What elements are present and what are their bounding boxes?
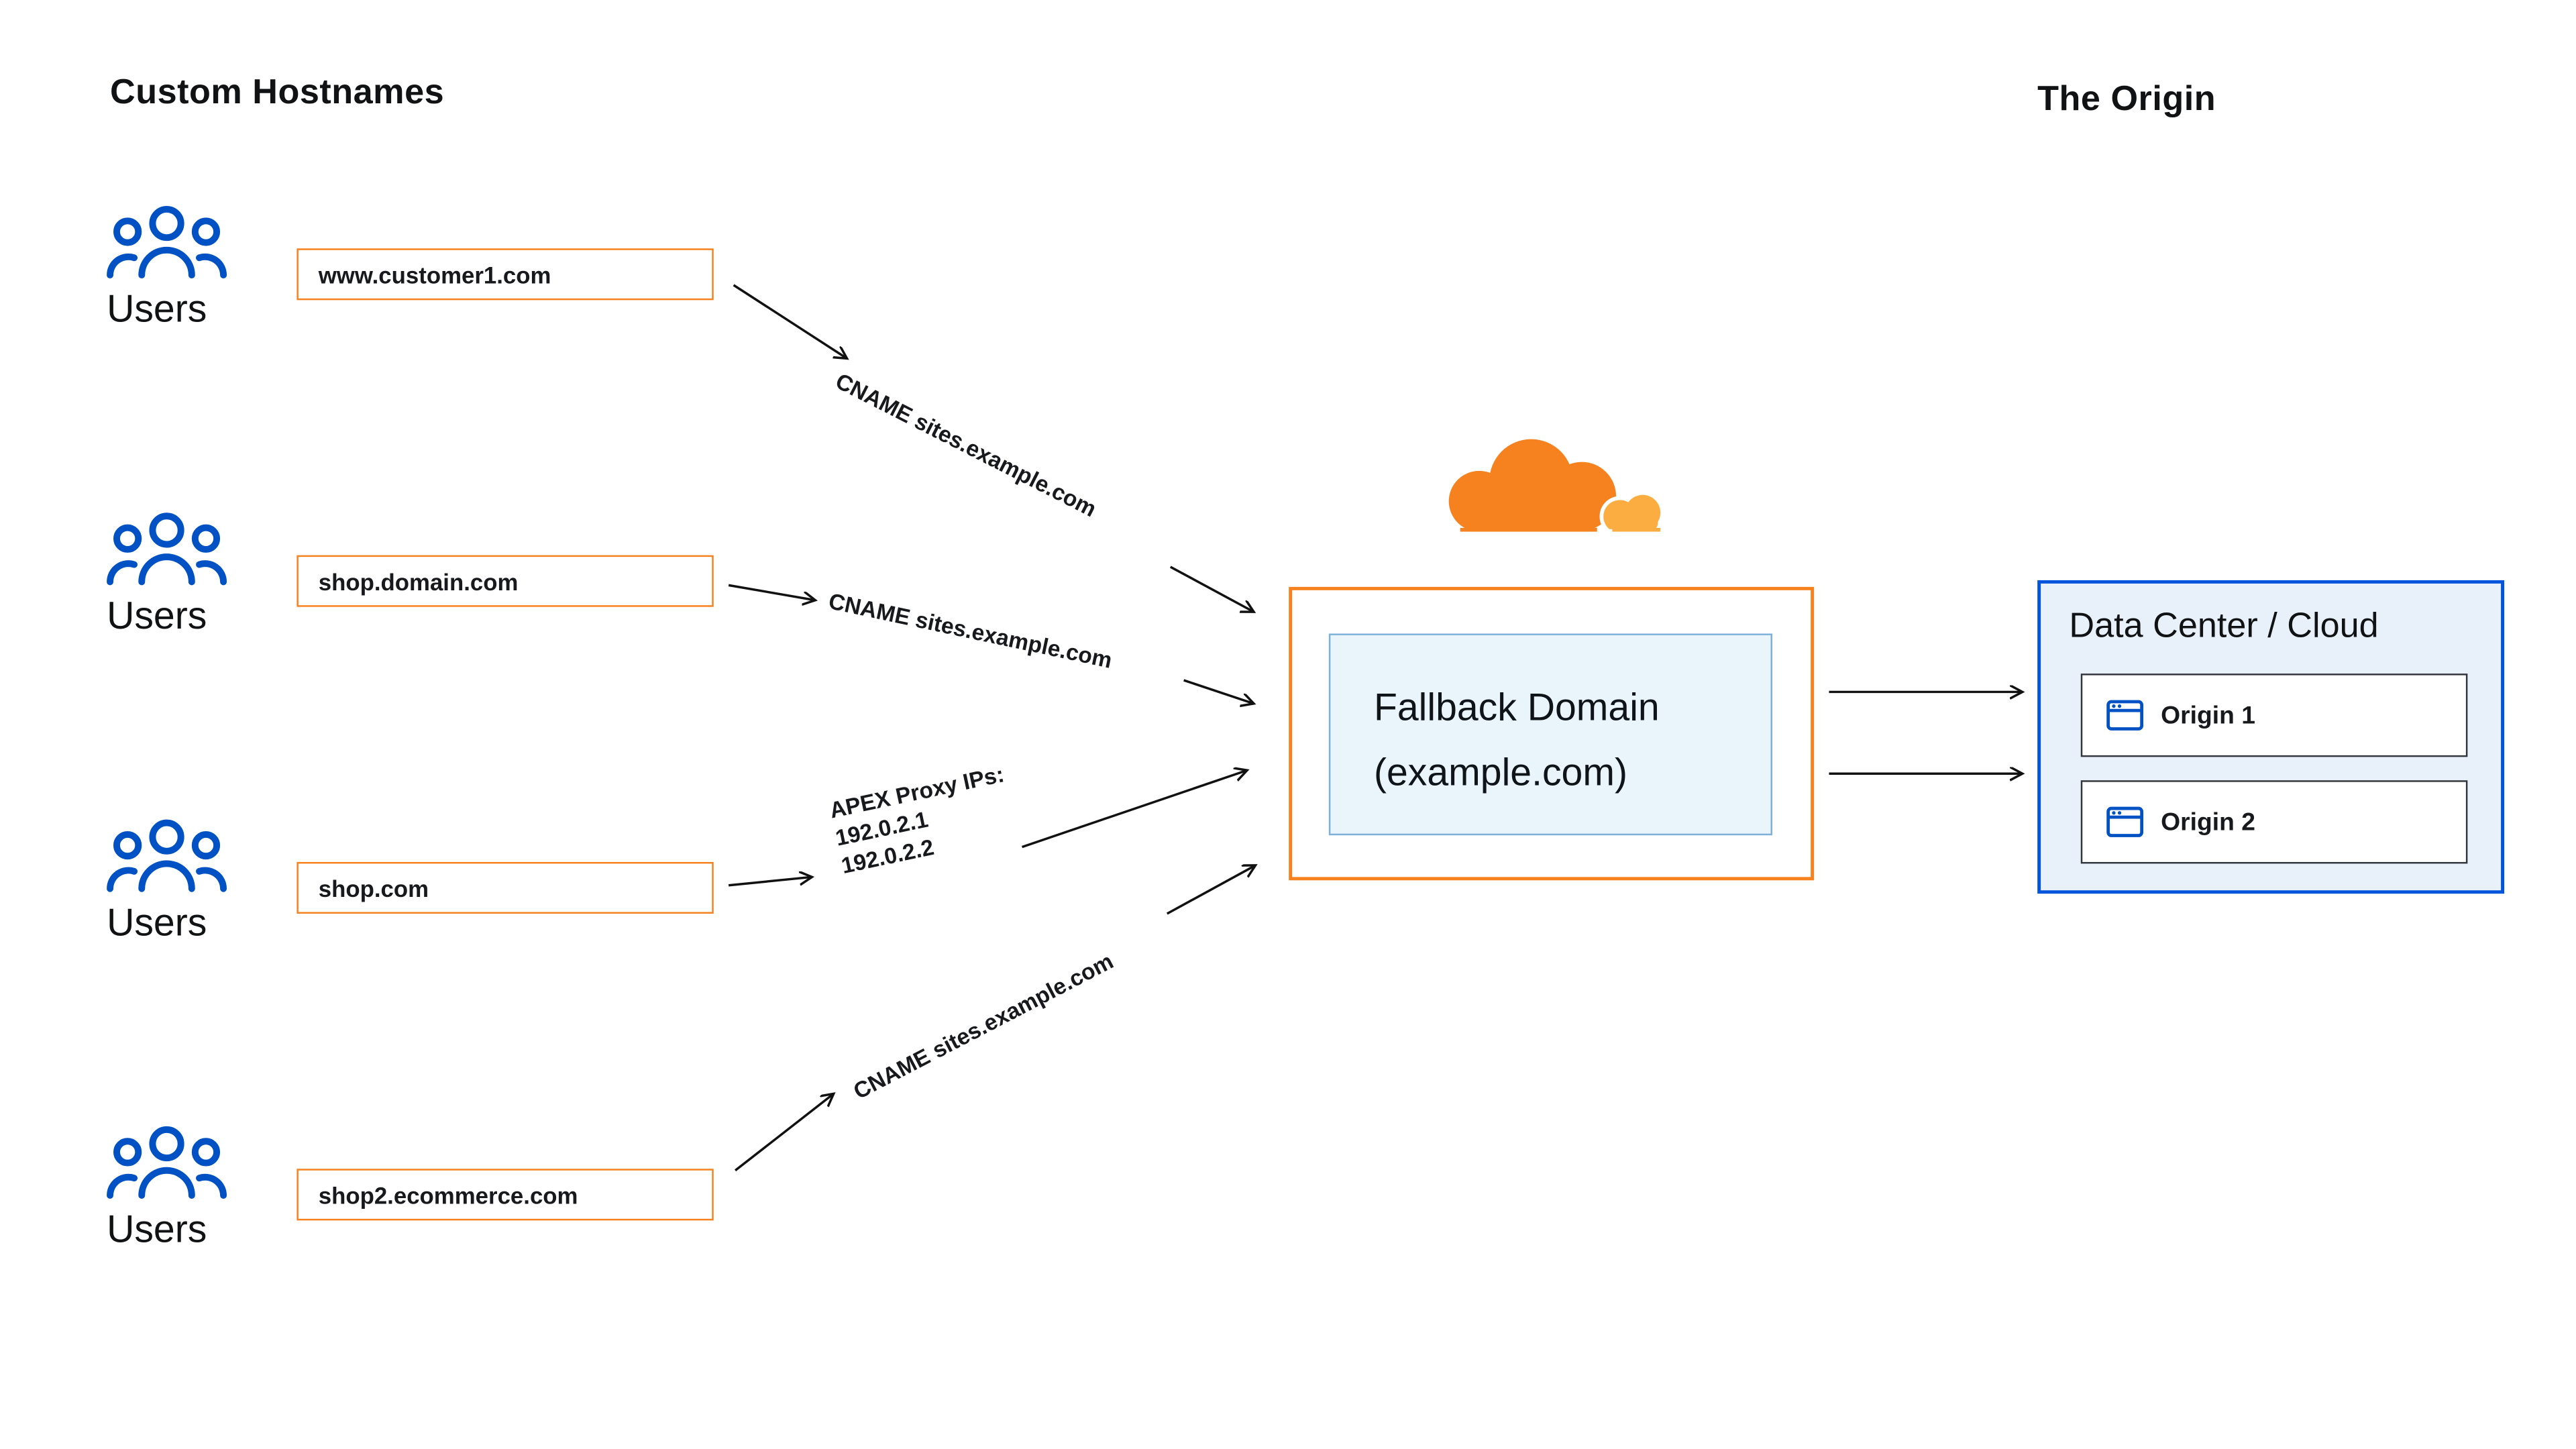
users-label: Users (107, 286, 207, 331)
users-group-4: Users (107, 1124, 340, 1252)
fallback-domain-box: Fallback Domain (example.com) (1328, 633, 1772, 836)
arrow-label4-to-fallback (1166, 865, 1256, 915)
users-icon (107, 205, 227, 279)
connection-label-cname-2: CNAME sites.example.com (826, 588, 1115, 674)
data-center-title: Data Center / Cloud (2069, 606, 2379, 645)
arrow-host2-to-label (728, 584, 815, 600)
hostname-box-shop2-ecommerce: shop2.ecommerce.com (297, 1169, 714, 1221)
users-icon (107, 819, 227, 892)
fallback-domain-line2: (example.com) (1373, 750, 1628, 794)
users-label: Users (107, 593, 207, 637)
hostname-box-shop: shop.com (297, 861, 714, 914)
arrow-label2-to-fallback (1183, 679, 1254, 704)
hostname-label: shop2.ecommerce.com (318, 1181, 578, 1208)
origin-2-label: Origin 2 (2161, 808, 2255, 837)
connection-label-cname-1: CNAME sites.example.com (831, 368, 1101, 522)
hostname-label: shop.domain.com (318, 568, 519, 595)
connection-label-apex: APEX Proxy IPs: 192.0.2.1 192.0.2.2 (827, 760, 1018, 880)
users-group-2: Users (107, 511, 340, 639)
arrow-label1-to-fallback (1169, 566, 1254, 612)
hostname-label: shop.com (318, 874, 429, 902)
fallback-domain-outer-box: Fallback Domain (example.com) (1289, 586, 1815, 881)
cloudflare-cloud-main (1448, 439, 1617, 532)
left-section-title: Custom Hostnames (110, 73, 445, 112)
cloudflare-cloud-light (1460, 491, 1664, 539)
users-label: Users (107, 900, 207, 944)
data-center-panel: Data Center / Cloud Origin 1 Origin 2 (2037, 580, 2505, 894)
hostname-box-customer1: www.customer1.com (297, 248, 714, 301)
users-group-3: Users (107, 817, 340, 945)
arrow-host1-to-label (733, 284, 847, 358)
cloudflare-logo-icon (1448, 439, 1664, 539)
users-label: Users (107, 1207, 207, 1251)
arrow-host4-to-label (734, 1093, 834, 1172)
origin-2-box: Origin 2 (2080, 780, 2468, 864)
hostname-box-shop-domain: shop.domain.com (297, 555, 714, 607)
connection-label-cname-3: CNAME sites.example.com (849, 948, 1118, 1104)
hostname-label: www.customer1.com (318, 260, 551, 288)
users-icon (107, 513, 227, 586)
arrow-host3-to-label (728, 877, 812, 887)
browser-window-icon (2106, 700, 2144, 731)
arrow-label3-to-fallback (1021, 770, 1248, 849)
users-group-1: Users (107, 203, 340, 331)
origin-1-label: Origin 1 (2161, 701, 2255, 730)
right-section-title: The Origin (2037, 80, 2216, 119)
browser-window-icon (2106, 806, 2144, 837)
users-icon (107, 1126, 227, 1199)
origin-1-box: Origin 1 (2080, 674, 2468, 757)
fallback-domain-line1: Fallback Domain (1373, 685, 1660, 729)
